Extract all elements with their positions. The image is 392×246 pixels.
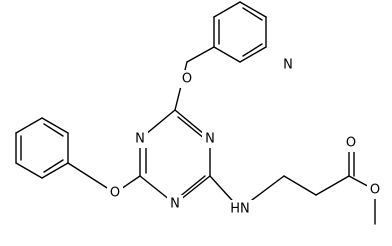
atom-o-ester: O [367, 181, 383, 199]
atom-label-bg [343, 134, 359, 152]
atom-label-bg [179, 70, 195, 88]
phenyl-ring [15, 117, 69, 179]
double-bond [43, 123, 64, 137]
atom-n-triazine-left: N [132, 130, 148, 148]
atom-label: O [182, 72, 192, 87]
bond [213, 1, 241, 18]
atom-label-bg [367, 181, 383, 199]
atom-label-bg [132, 130, 148, 148]
atom-label-bg [167, 195, 183, 213]
atom-label: N [283, 58, 293, 73]
bond [186, 46, 215, 63]
atom-label: HN [230, 202, 250, 217]
bond [15, 162, 43, 179]
atom-label-bg [107, 184, 123, 202]
double-bond [177, 116, 206, 140]
bond [239, 46, 267, 63]
bond [315, 175, 350, 196]
bond [213, 46, 241, 63]
bond [41, 117, 69, 134]
double-bond [242, 7, 263, 21]
double-bond [242, 43, 263, 57]
atom-label: O [370, 183, 380, 198]
atom-o-carbonyl: O [343, 134, 359, 152]
atom-label: N [205, 132, 215, 147]
atom-label: N [135, 132, 145, 147]
atom-label: O [346, 136, 356, 151]
bond [15, 117, 43, 134]
bond [239, 1, 267, 18]
double-bond [43, 159, 64, 173]
bond [283, 175, 317, 196]
bond [41, 162, 69, 179]
bond-layer [15, 1, 376, 225]
atom-label-bg [227, 200, 253, 218]
atom-nh-amine: HN [227, 200, 253, 218]
pyridine-ring [213, 1, 267, 63]
atom-label-layer: O N N N N O HN O [107, 56, 383, 218]
atom-label: N [170, 197, 180, 212]
double-bond [177, 175, 206, 199]
atom-n-pyridine: N [280, 56, 296, 74]
atom-o-phenoxy: O [107, 184, 123, 202]
triazine-ring [139, 109, 211, 205]
atom-label-bg [202, 130, 218, 148]
atom-label: O [110, 186, 120, 201]
atom-n-triazine-top: N [202, 130, 218, 148]
atom-o-pyridyl: O [179, 70, 195, 88]
atom-label-bg [280, 56, 296, 74]
atom-n-triazine-bottom: N [167, 195, 183, 213]
